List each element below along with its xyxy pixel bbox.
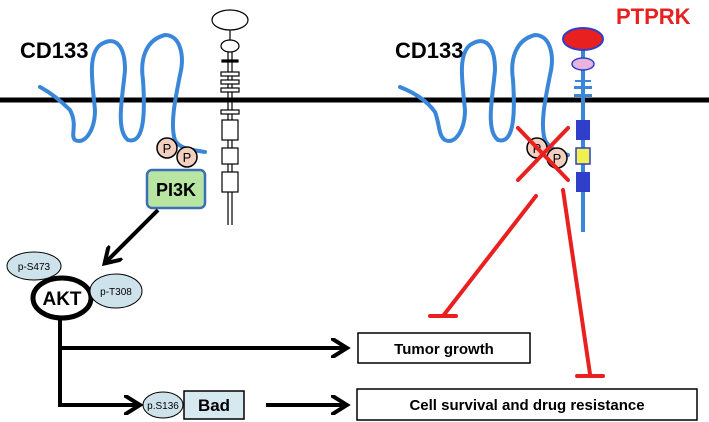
tumor-growth-box: [357, 332, 531, 364]
bad-label: Bad: [198, 396, 230, 415]
phospho-circle-left-2: [176, 146, 198, 168]
pi3k-label: PI3K: [156, 180, 196, 200]
cell-survival-label: Cell survival and drug resistance: [409, 397, 644, 414]
site-label-bad-s136: p.S136: [147, 401, 179, 412]
phospho-circle-left-1: [156, 137, 178, 159]
akt-label: AKT: [42, 289, 81, 310]
cd133-protein-left: [38, 32, 207, 154]
site-badge-akt-s473: [6, 251, 62, 281]
site-label-akt-t308: p-T308: [100, 287, 132, 298]
ptprk-label: PTPRK: [616, 4, 691, 29]
site-label-akt-s473: p-S473: [18, 262, 51, 273]
cd133-label-left: CD133: [20, 38, 88, 63]
akt-to-tumor-growth-arrow: [58, 318, 345, 348]
pi3k-box: [145, 168, 207, 210]
cd133-label-right: CD133: [395, 38, 463, 63]
ptprk-receptor: [562, 27, 604, 232]
site-badge-bad-s136: [142, 391, 184, 419]
cell-survival-box: [356, 388, 698, 421]
akt-to-bad-arrow: [58, 348, 138, 405]
dephosphorylation-cross: [516, 126, 570, 182]
cd133-protein-right: [398, 32, 570, 157]
phospho-label-right-2: P: [553, 151, 562, 166]
phospho-label-left-2: P: [183, 150, 192, 165]
site-badge-akt-t308: [89, 273, 143, 309]
inactive-receptor-left: [211, 9, 249, 225]
inhibition-to-tumor-growth: [428, 194, 538, 318]
arrow-pi3k-to-akt: [106, 208, 160, 262]
phospho-label-left-1: P: [163, 141, 172, 156]
inhibition-to-cell-survival: [561, 188, 605, 378]
bad-box: [183, 390, 245, 420]
tumor-growth-label: Tumor growth: [394, 341, 494, 358]
